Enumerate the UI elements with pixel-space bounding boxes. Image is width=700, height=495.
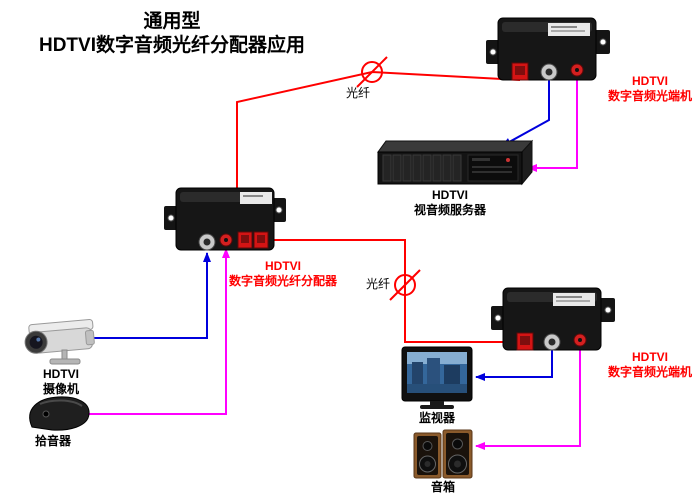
server-drive-bays bbox=[382, 154, 462, 182]
pickup-body bbox=[29, 396, 90, 431]
video-link-terminal-server bbox=[501, 80, 550, 147]
pickup-device bbox=[29, 396, 90, 431]
camera-label-line2: 摄像机 bbox=[42, 382, 79, 396]
camera-device bbox=[24, 319, 95, 365]
camera-label-line1: HDTVI bbox=[43, 367, 79, 381]
tweeter-icon bbox=[422, 441, 433, 451]
fiber-coupler-icon bbox=[356, 56, 388, 88]
server-label-line1: HDTVI bbox=[432, 188, 468, 202]
terminal-bottom-label-line1: HDTVI bbox=[632, 350, 668, 364]
server-label: HDTVI 视音频服务器 bbox=[395, 188, 505, 218]
screw-hole bbox=[275, 206, 283, 214]
device-sticker bbox=[240, 192, 272, 204]
screw-hole bbox=[494, 314, 502, 322]
title-line-1: 通用型 bbox=[143, 11, 201, 32]
fiber-link-bottom bbox=[261, 239, 520, 343]
distributor-label-line2: 数字音频光纤分配器 bbox=[228, 274, 337, 288]
server-device bbox=[377, 139, 534, 186]
fiber-label-bottom: 光纤 bbox=[365, 277, 390, 291]
camera-label: HDTVI 摄像机 bbox=[20, 367, 102, 397]
server-label-line2: 视音频服务器 bbox=[413, 203, 486, 217]
camera-rear-cap bbox=[84, 329, 95, 346]
screw-hole bbox=[167, 214, 175, 222]
tweeter-icon bbox=[452, 438, 463, 450]
terminal-top-label: HDTVI 数字音频光端机 bbox=[603, 74, 697, 104]
screw-hole bbox=[489, 48, 497, 56]
server-led bbox=[506, 158, 510, 162]
terminal-bottom-label: HDTVI 数字音频光端机 bbox=[603, 350, 697, 380]
camera-base bbox=[49, 358, 81, 365]
terminal-top-label-line1: HDTVI bbox=[632, 74, 668, 88]
video-link-terminal-monitor bbox=[475, 350, 553, 381]
screw-hole bbox=[599, 38, 607, 46]
monitor-stand bbox=[430, 401, 444, 405]
device-sticker bbox=[548, 23, 590, 36]
terminal-top-label-line2: 数字音频光端机 bbox=[607, 89, 692, 103]
fiber-label-top: 光纤 bbox=[345, 86, 370, 100]
title-line-2: HDTVI数字音频光纤分配器应用 bbox=[38, 35, 305, 56]
distributor-label-line1: HDTVI bbox=[265, 259, 301, 273]
screw-hole bbox=[604, 306, 612, 314]
monitor-base bbox=[420, 405, 454, 409]
device-sticker bbox=[553, 293, 595, 306]
optical-terminal-top-device bbox=[486, 17, 610, 81]
terminal-bottom-label-line2: 数字音频光端机 bbox=[607, 365, 692, 379]
monitor-device bbox=[401, 346, 473, 409]
pickup-mic-hole bbox=[42, 410, 50, 418]
speakers-device bbox=[413, 429, 473, 479]
fiber-link-top bbox=[236, 70, 521, 190]
audio-link-terminal-speakers bbox=[475, 346, 581, 450]
diagram-title: 通用型 HDTVI数字音频光纤分配器应用 bbox=[28, 10, 316, 58]
audio-link-terminal-server bbox=[527, 76, 578, 172]
speakers-label: 音箱 bbox=[430, 480, 455, 494]
monitor-label: 监视器 bbox=[418, 411, 455, 425]
audio-link-pickup-distributor bbox=[88, 248, 230, 415]
fiber-distributor-device bbox=[164, 187, 286, 251]
fiber-coupler-icon bbox=[389, 269, 421, 301]
distributor-label: HDTVI 数字音频光纤分配器 bbox=[228, 259, 338, 289]
pickup-label: 拾音器 bbox=[34, 434, 71, 448]
optical-terminal-bottom-device bbox=[491, 287, 615, 351]
video-link-camera-distributor bbox=[92, 252, 211, 339]
server-top-face bbox=[377, 140, 534, 153]
